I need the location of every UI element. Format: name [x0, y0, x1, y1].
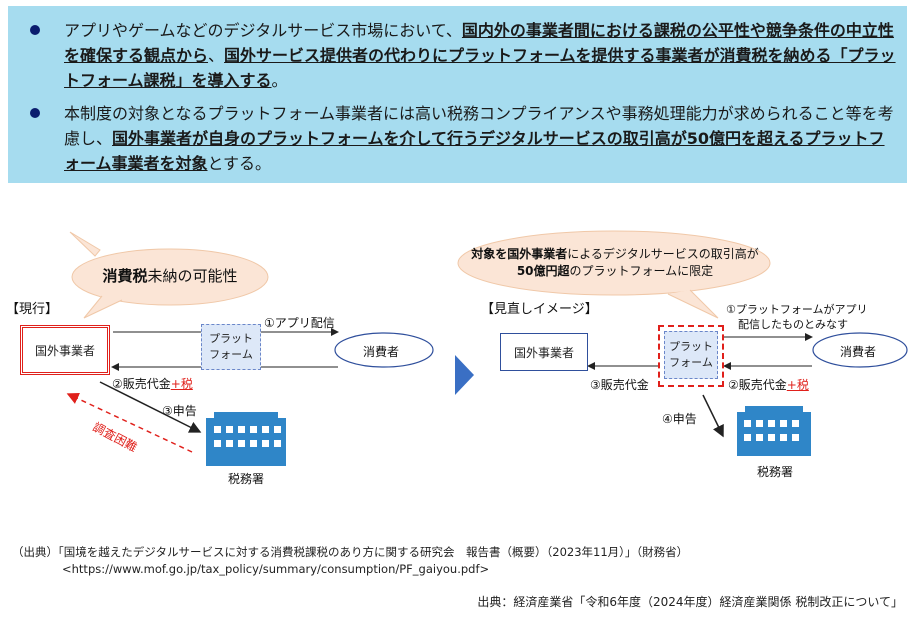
revised-bubble-ellipse — [457, 230, 771, 296]
revised-platform-node: プラットフォーム — [664, 331, 718, 379]
bullet1-text-c: 、 — [208, 46, 225, 65]
revised-bubble-tail — [667, 289, 719, 319]
chevron-right-icon — [455, 355, 474, 395]
current-foreign-business-node: 国外事業者 — [20, 325, 110, 375]
source-citation-meti: 出典：経済産業省「令和6年度（2024年度）経済産業関係 税制改正について」 — [477, 595, 903, 609]
revised-tax-office-label: 税務署 — [757, 465, 794, 479]
revised-flow4-arrow — [702, 394, 724, 438]
revised-tax-office-icon — [737, 406, 811, 456]
summary-bullet-2: 本制度の対象となるプラットフォーム事業者には高い税務コンプライアンスや事務処理能… — [26, 101, 896, 176]
revised-flow1-label: ①プラットフォームがアプリ 配信したものとみなす — [726, 303, 868, 331]
bullet-dot-icon — [30, 108, 40, 118]
bullet1-text-d: 国外サービス提供者の代わりにプラットフォームを提供する事業者が消費税を納める「プ… — [64, 46, 896, 90]
current-bubble-ellipse — [71, 248, 269, 306]
current-difficulty-arrow — [66, 393, 193, 453]
summary-bullet-1: アプリやゲームなどのデジタルサービス市場において、国内外の事業者間における課税の… — [26, 18, 896, 93]
revised-platform-highlight — [658, 325, 724, 387]
revised-title: 【見直しイメージ】 — [481, 302, 598, 317]
bullet2-text-a: 本制度の対象となるプラットフォーム事業者には高い税務コンプライアンスや事務処理能… — [64, 104, 894, 148]
bullet1-text-e: 。 — [271, 71, 288, 90]
bullet1-text-a: アプリやゲームなどのデジタルサービス市場において、 — [64, 21, 462, 40]
bullet2-text-c: とする。 — [207, 154, 272, 173]
source-citation-line1: （出典）「国境を越えたデジタルサービスに対する消費税課税のあり方に関する研究会 … — [12, 545, 689, 559]
current-consumer-node — [334, 332, 434, 368]
current-title: 【現行】 — [6, 302, 59, 317]
bullet-dot-icon — [30, 25, 40, 35]
current-flow3-label: ③申告 — [162, 404, 197, 418]
current-bubble-text: 消費税未納の可能性 — [102, 267, 238, 285]
current-flow1-label: ①アプリ配信 — [264, 316, 335, 330]
current-tax-office-label: 税務署 — [228, 472, 265, 486]
current-platform-node: プラットフォーム — [201, 324, 261, 370]
current-flow2-label: ②販売代金+税 — [112, 377, 193, 391]
revised-flow4-label: ④申告 — [662, 412, 697, 426]
current-tax-office-icon — [206, 412, 286, 466]
current-bubble-tail — [83, 295, 123, 319]
revised-flow2-label: ②販売代金+税 — [728, 378, 809, 392]
current-consumer-label: 消費者 — [363, 345, 400, 359]
revised-bubble-text: 対象を国外事業者によるデジタルサービスの取引高が 50億円超のプラットフォームに… — [471, 247, 759, 278]
revised-consumer-label: 消費者 — [840, 345, 877, 359]
source-citation-url: <https://www.mof.go.jp/tax_policy/summar… — [62, 562, 490, 576]
current-flow3-arrow — [99, 381, 202, 433]
revised-consumer-node — [812, 332, 908, 368]
revised-flow3-label: ③販売代金 — [590, 378, 649, 392]
bullet1-text-b: 国内外の事業者間における課税の公平性や競争条件の中立性を確保する観点から — [64, 21, 894, 65]
bullet2-text-b: 国外事業者が自身のプラットフォームを介して行うデジタルサービスの取引高が50億円… — [64, 129, 885, 173]
summary-panel: アプリやゲームなどのデジタルサービス市場において、国内外の事業者間における課税の… — [8, 6, 907, 183]
revised-foreign-business-node: 国外事業者 — [500, 333, 588, 371]
current-speech-bubble — [69, 231, 101, 257]
